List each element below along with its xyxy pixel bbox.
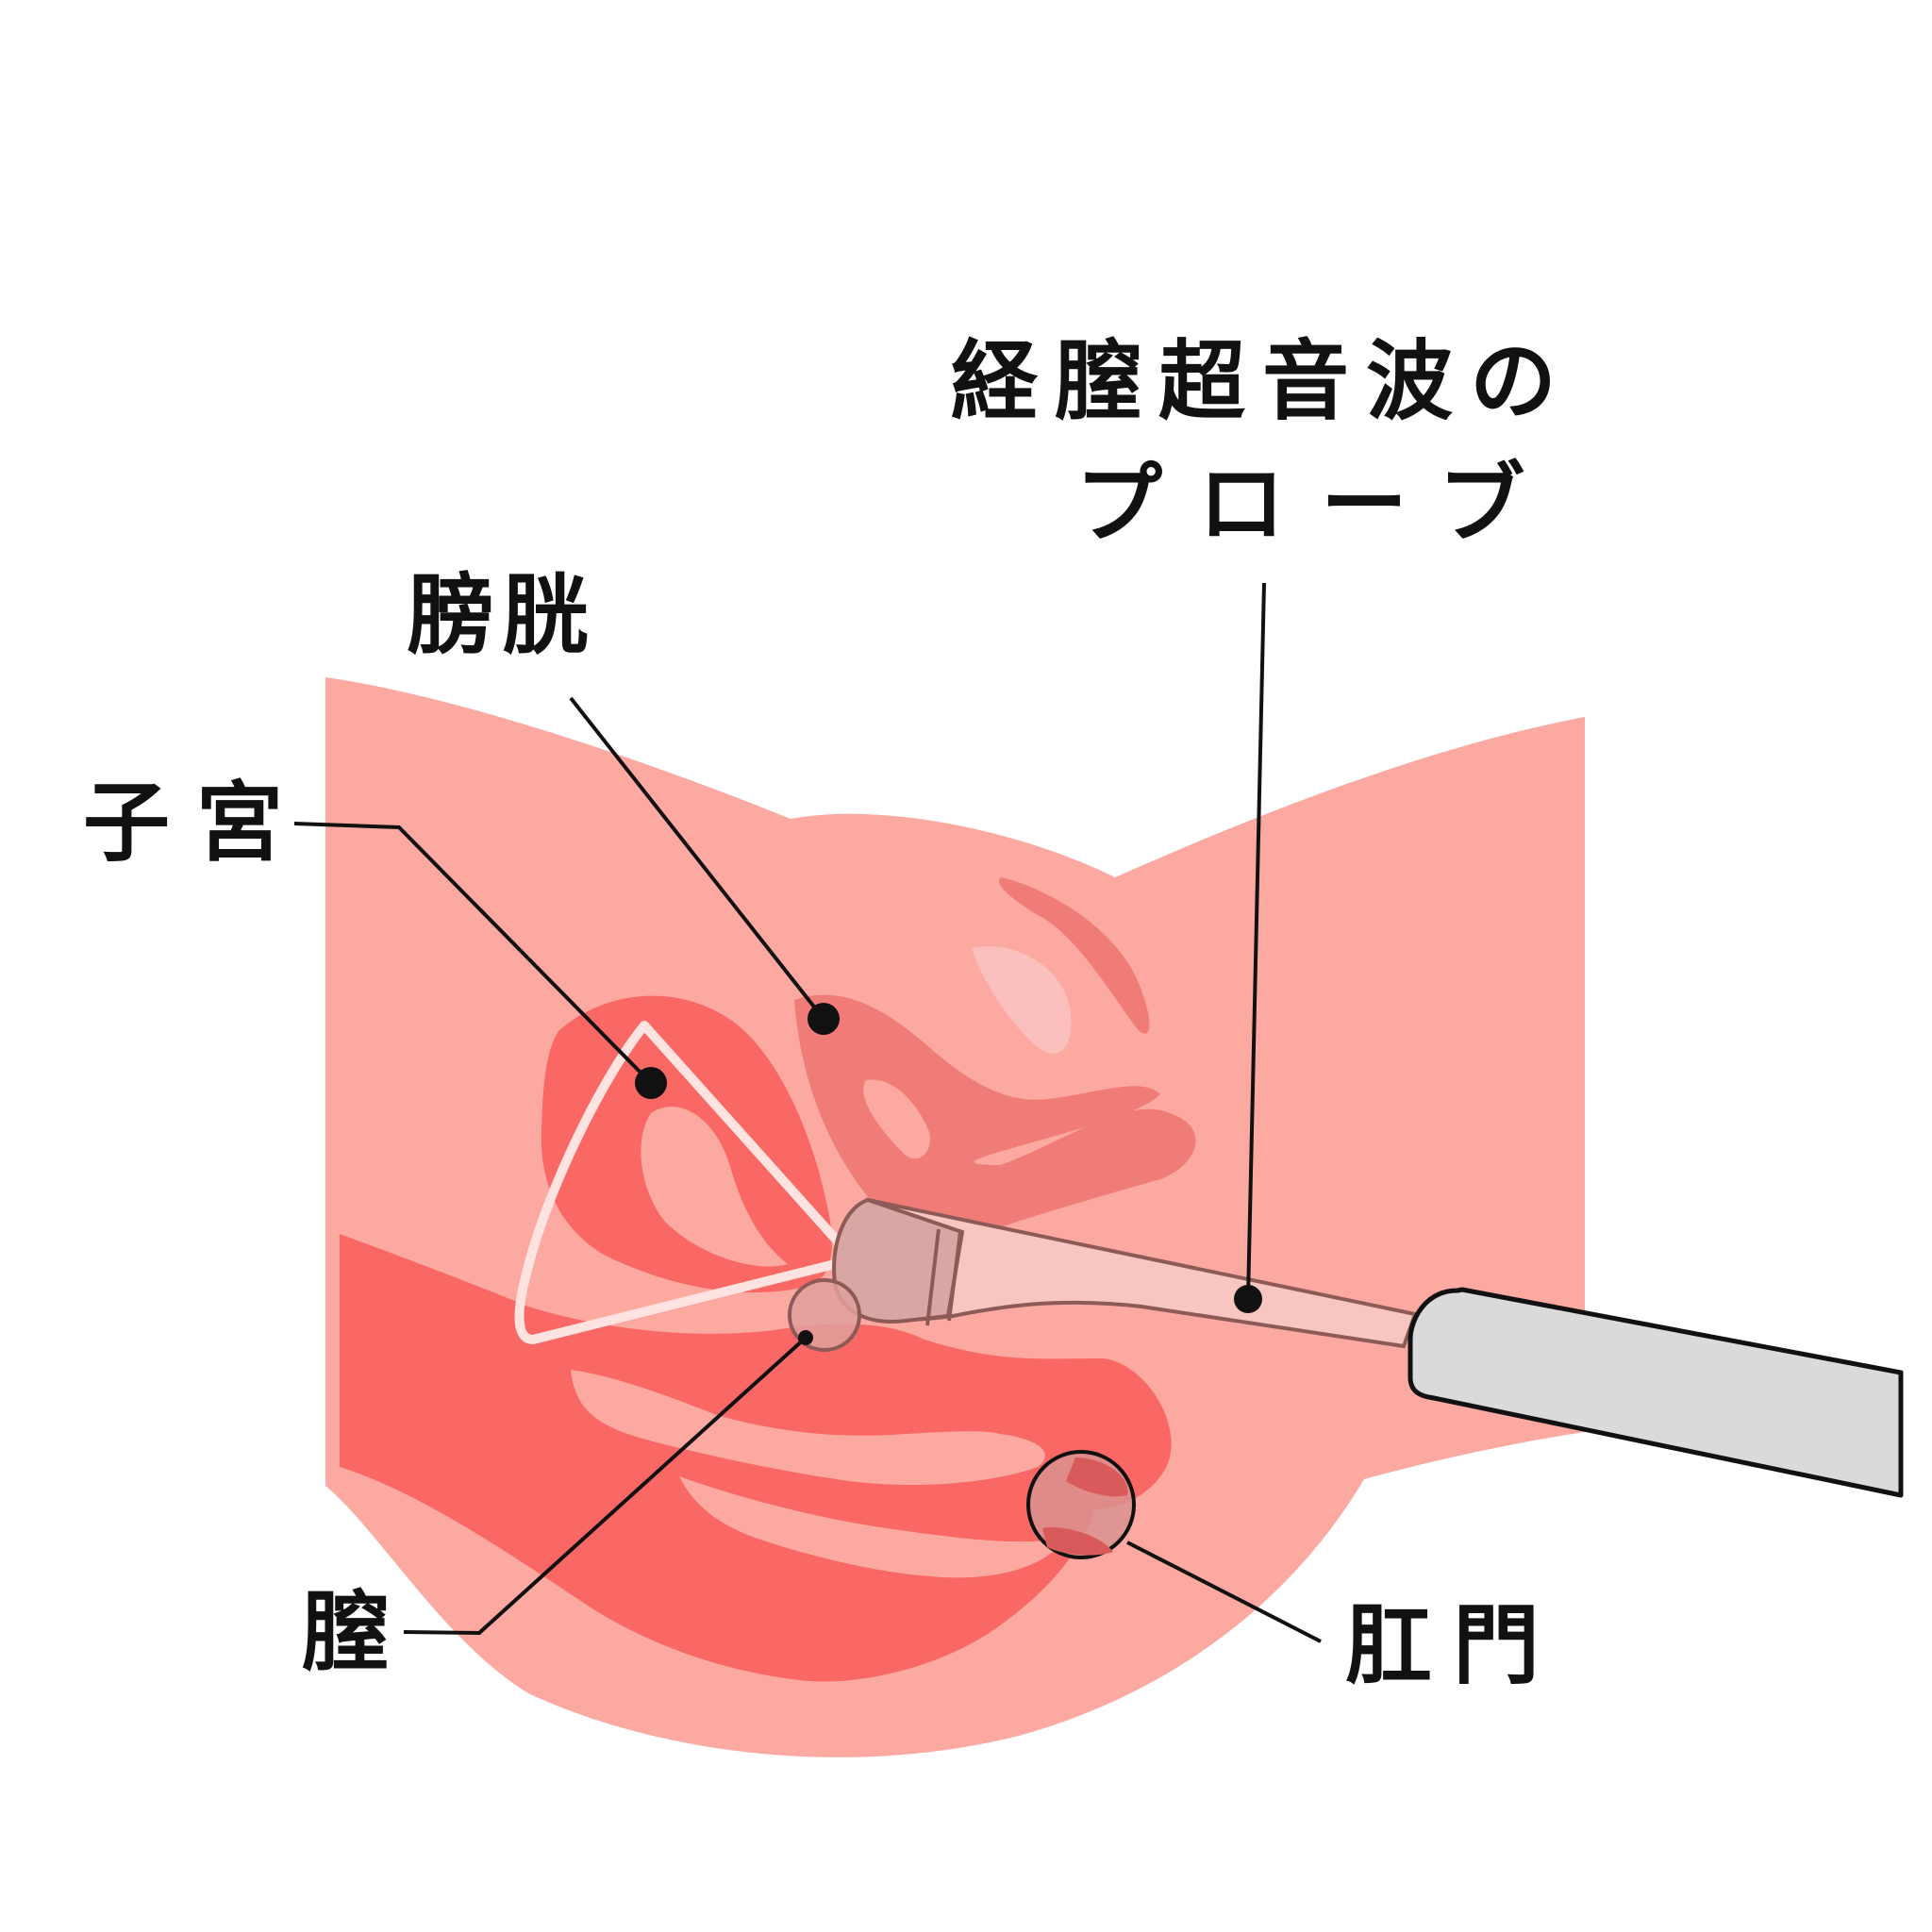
vagina-leader-line — [403, 1336, 808, 1636]
anus-leader-line — [1126, 1541, 1322, 1643]
uterus-cavity — [641, 1107, 788, 1267]
rectum-inner-lower — [679, 1476, 1066, 1578]
probe-band-2 — [947, 1231, 962, 1322]
anus-label: 肛門 — [1345, 1595, 1561, 1696]
bladder-label: 膀胱 — [408, 565, 597, 666]
vagina-dot — [798, 1330, 813, 1345]
probe-leader-line — [1246, 582, 1266, 1300]
bladder-inner-fold — [863, 1079, 930, 1159]
probe-band-1 — [925, 1228, 941, 1326]
probe-handle — [1407, 1287, 1904, 1498]
upper-organ-highlight — [972, 946, 1072, 1054]
bladder-leader-line — [569, 696, 825, 1021]
anus-inner — [1042, 1457, 1128, 1556]
upper-organ-fold — [998, 877, 1150, 1034]
probe-label-line2: プローブ — [1075, 454, 1561, 555]
probe-label-line1: 経膣超音波の — [951, 331, 1574, 432]
bladder-dot — [808, 1003, 840, 1035]
vagina-label: 膣 — [302, 1582, 390, 1683]
rectum-inner-channel — [571, 1370, 1045, 1486]
probe-dot — [1234, 1285, 1262, 1313]
uterus-dot — [635, 1067, 667, 1099]
bladder-shape — [794, 994, 1196, 1238]
uterus-label: 子宮 — [83, 773, 310, 874]
uterus-leader-line — [293, 822, 653, 1085]
ultrasound-beam-outline — [514, 1021, 858, 1344]
